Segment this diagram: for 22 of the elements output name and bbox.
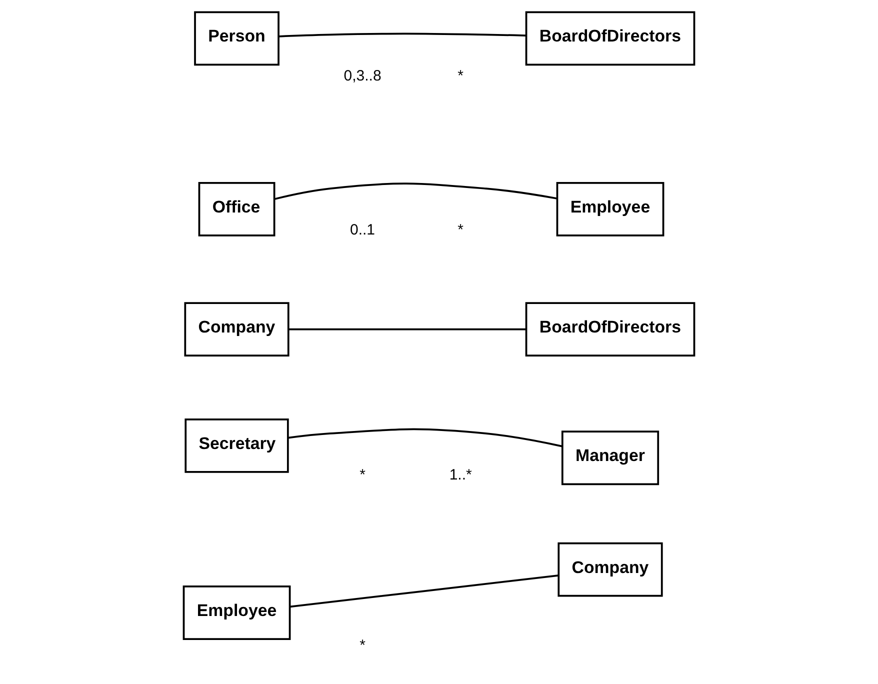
node-box: Company <box>558 542 663 597</box>
label: 0,3..8 <box>344 67 382 84</box>
connector <box>288 428 562 448</box>
connector <box>288 328 526 330</box>
node-box: BoardOfDirectors <box>525 11 696 66</box>
label: 1..* <box>449 466 472 484</box>
node-box: BoardOfDirectors <box>525 302 696 357</box>
label: * <box>458 67 464 84</box>
node-box: Employee <box>182 586 291 640</box>
node-box: Secretary <box>184 418 289 473</box>
node-box: Company <box>184 302 290 357</box>
node-box: Employee <box>556 182 664 236</box>
connector <box>290 574 559 608</box>
node-box: Person <box>194 11 280 66</box>
label: * <box>360 637 366 654</box>
node-box: Office <box>198 182 276 236</box>
connector <box>274 182 558 200</box>
label: * <box>360 466 366 484</box>
label: 0..1 <box>350 221 376 238</box>
label: * <box>458 221 464 238</box>
connector <box>278 32 526 38</box>
node-box: Manager <box>561 430 660 486</box>
